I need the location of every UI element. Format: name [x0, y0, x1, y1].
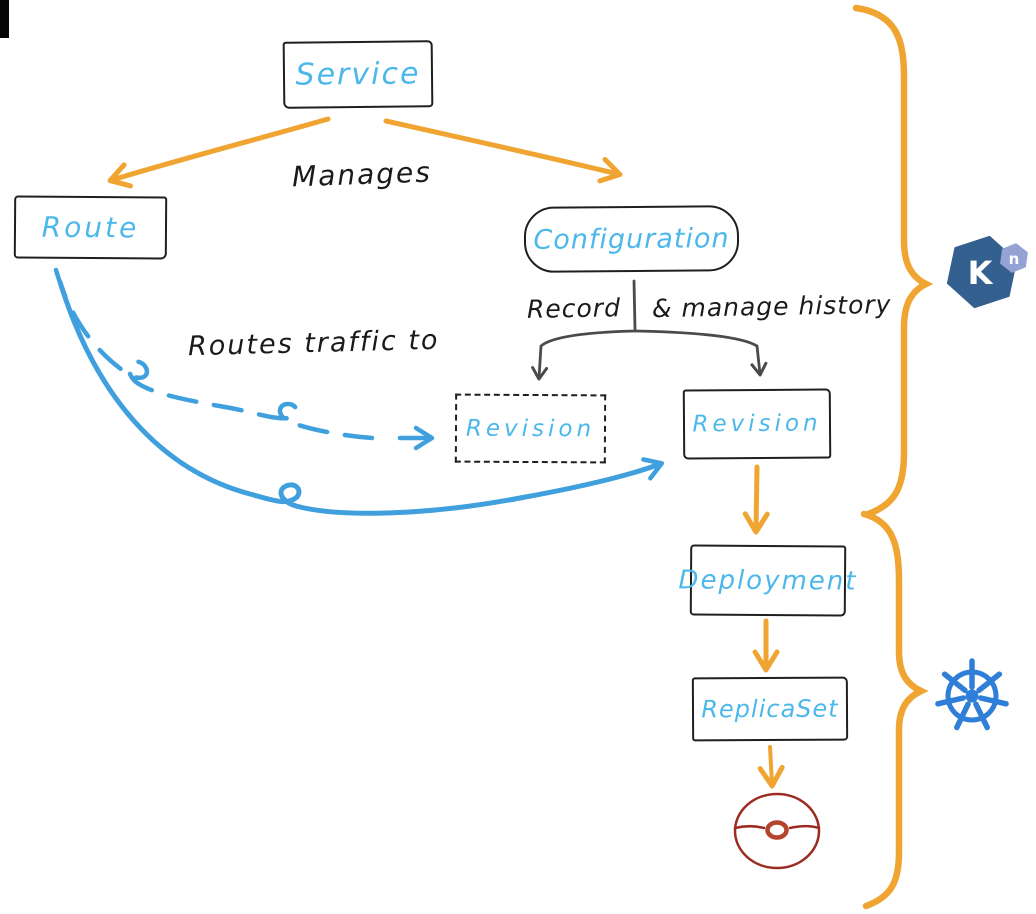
knative-letter: K [968, 254, 994, 292]
node-route-label: Route [41, 210, 140, 245]
knative-sub-letter: n [1009, 250, 1020, 268]
knative-hexagon-logo: K n [946, 235, 1028, 309]
arrow-replicaset-to-pod [757, 745, 785, 789]
curve-route-traffic-dashed [53, 267, 375, 441]
node-configuration-label: Configuration [533, 222, 730, 256]
node-deployment: Deployment [678, 544, 858, 617]
curve-route-to-revision [57, 279, 665, 516]
arrow-service-to-configuration [383, 118, 623, 184]
label-manages: Manages [291, 155, 433, 194]
node-deployment-label: Deployment [678, 564, 858, 597]
node-service: Service [282, 40, 434, 109]
arrow-configuration-to-revision [633, 329, 768, 377]
node-revision-dashed-label: Revision [465, 415, 596, 442]
label-record: Record [526, 293, 622, 324]
pod-circle-icon [733, 792, 821, 870]
label-manage-history: & manage history [651, 289, 892, 324]
arrow-revision-to-deployment [742, 464, 770, 535]
kubernetes-helm-logo [935, 658, 1009, 731]
arrow-configuration-to-revision-dashed [531, 329, 637, 381]
arrow-service-to-route [107, 116, 331, 189]
node-route: Route [13, 195, 168, 260]
node-service-label: Service [295, 56, 421, 93]
node-replicaset: ReplicaSet [691, 676, 849, 742]
node-configuration: Configuration [523, 205, 740, 273]
node-replicaset-label: ReplicaSet [701, 694, 839, 724]
brace-kubernetes-scope [860, 510, 929, 910]
node-revision-dashed: Revision [454, 393, 607, 464]
knative-n-hexagon [1000, 243, 1028, 273]
node-revision: Revision [682, 388, 832, 460]
screen-edge-artifact [0, 0, 9, 38]
label-routes-traffic-to: Routes traffic to [187, 324, 440, 363]
brace-knative-scope [852, 4, 934, 518]
connector-configuration-stem [632, 279, 637, 331]
knative-hexagon [946, 235, 1018, 309]
node-revision-label: Revision [692, 410, 822, 438]
